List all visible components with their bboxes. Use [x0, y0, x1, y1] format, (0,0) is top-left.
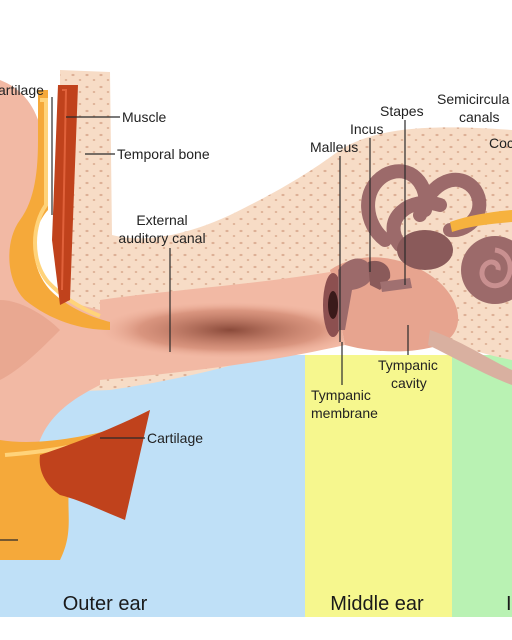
label-semicircular-line2: canals: [459, 109, 499, 125]
label-stapes: Stapes: [380, 103, 424, 119]
label-incus: Incus: [350, 121, 383, 137]
auditory-nerve: [450, 210, 512, 232]
label-tympanic-cavity-line2: cavity: [391, 375, 427, 391]
cartilage-lower: [0, 410, 150, 560]
label-external-canal-line2: auditory canal: [118, 230, 205, 246]
label-muscle: Muscle: [122, 109, 167, 125]
vestibule: [397, 230, 453, 270]
label-tympanic-cavity-line1: Tympanic: [378, 357, 438, 373]
malleus-shape: [338, 258, 373, 330]
zone-title-outer: Outer ear: [63, 593, 148, 615]
muscle-upper: [52, 85, 78, 305]
label-malleus: Malleus: [310, 139, 358, 155]
canal-shadow: [100, 302, 360, 358]
label-temporal-bone: Temporal bone: [117, 146, 210, 162]
middle-ear-zone: [305, 355, 452, 617]
eustachian-tube: [428, 330, 512, 385]
inner-ear-zone: [452, 355, 512, 617]
label-tympanic-membrane-line2: membrane: [311, 405, 378, 421]
auricle-shadow: [0, 300, 60, 380]
cartilage-upper: [9, 90, 110, 330]
cartilage-upper-highlight: [33, 98, 101, 318]
cochlea-shape: [461, 236, 512, 304]
label-external-canal-line1: External: [136, 212, 187, 228]
stapes-shape: [380, 278, 412, 292]
zone-title-inner: I: [506, 593, 512, 615]
label-cartilage-bottom: Cartilage: [147, 430, 203, 446]
zone-title-middle: Middle ear: [330, 593, 424, 615]
tympanic-membrane-center: [328, 291, 338, 319]
label-tympanic-membrane-line1: Tympanic: [311, 387, 371, 403]
muscle-fiber: [61, 89, 68, 291]
label-semicircular-line1: Semicircula: [437, 91, 510, 107]
label-cartilage-top: artilage: [0, 82, 44, 98]
label-cochlea: Coc: [489, 135, 512, 151]
auricle: [0, 80, 100, 560]
